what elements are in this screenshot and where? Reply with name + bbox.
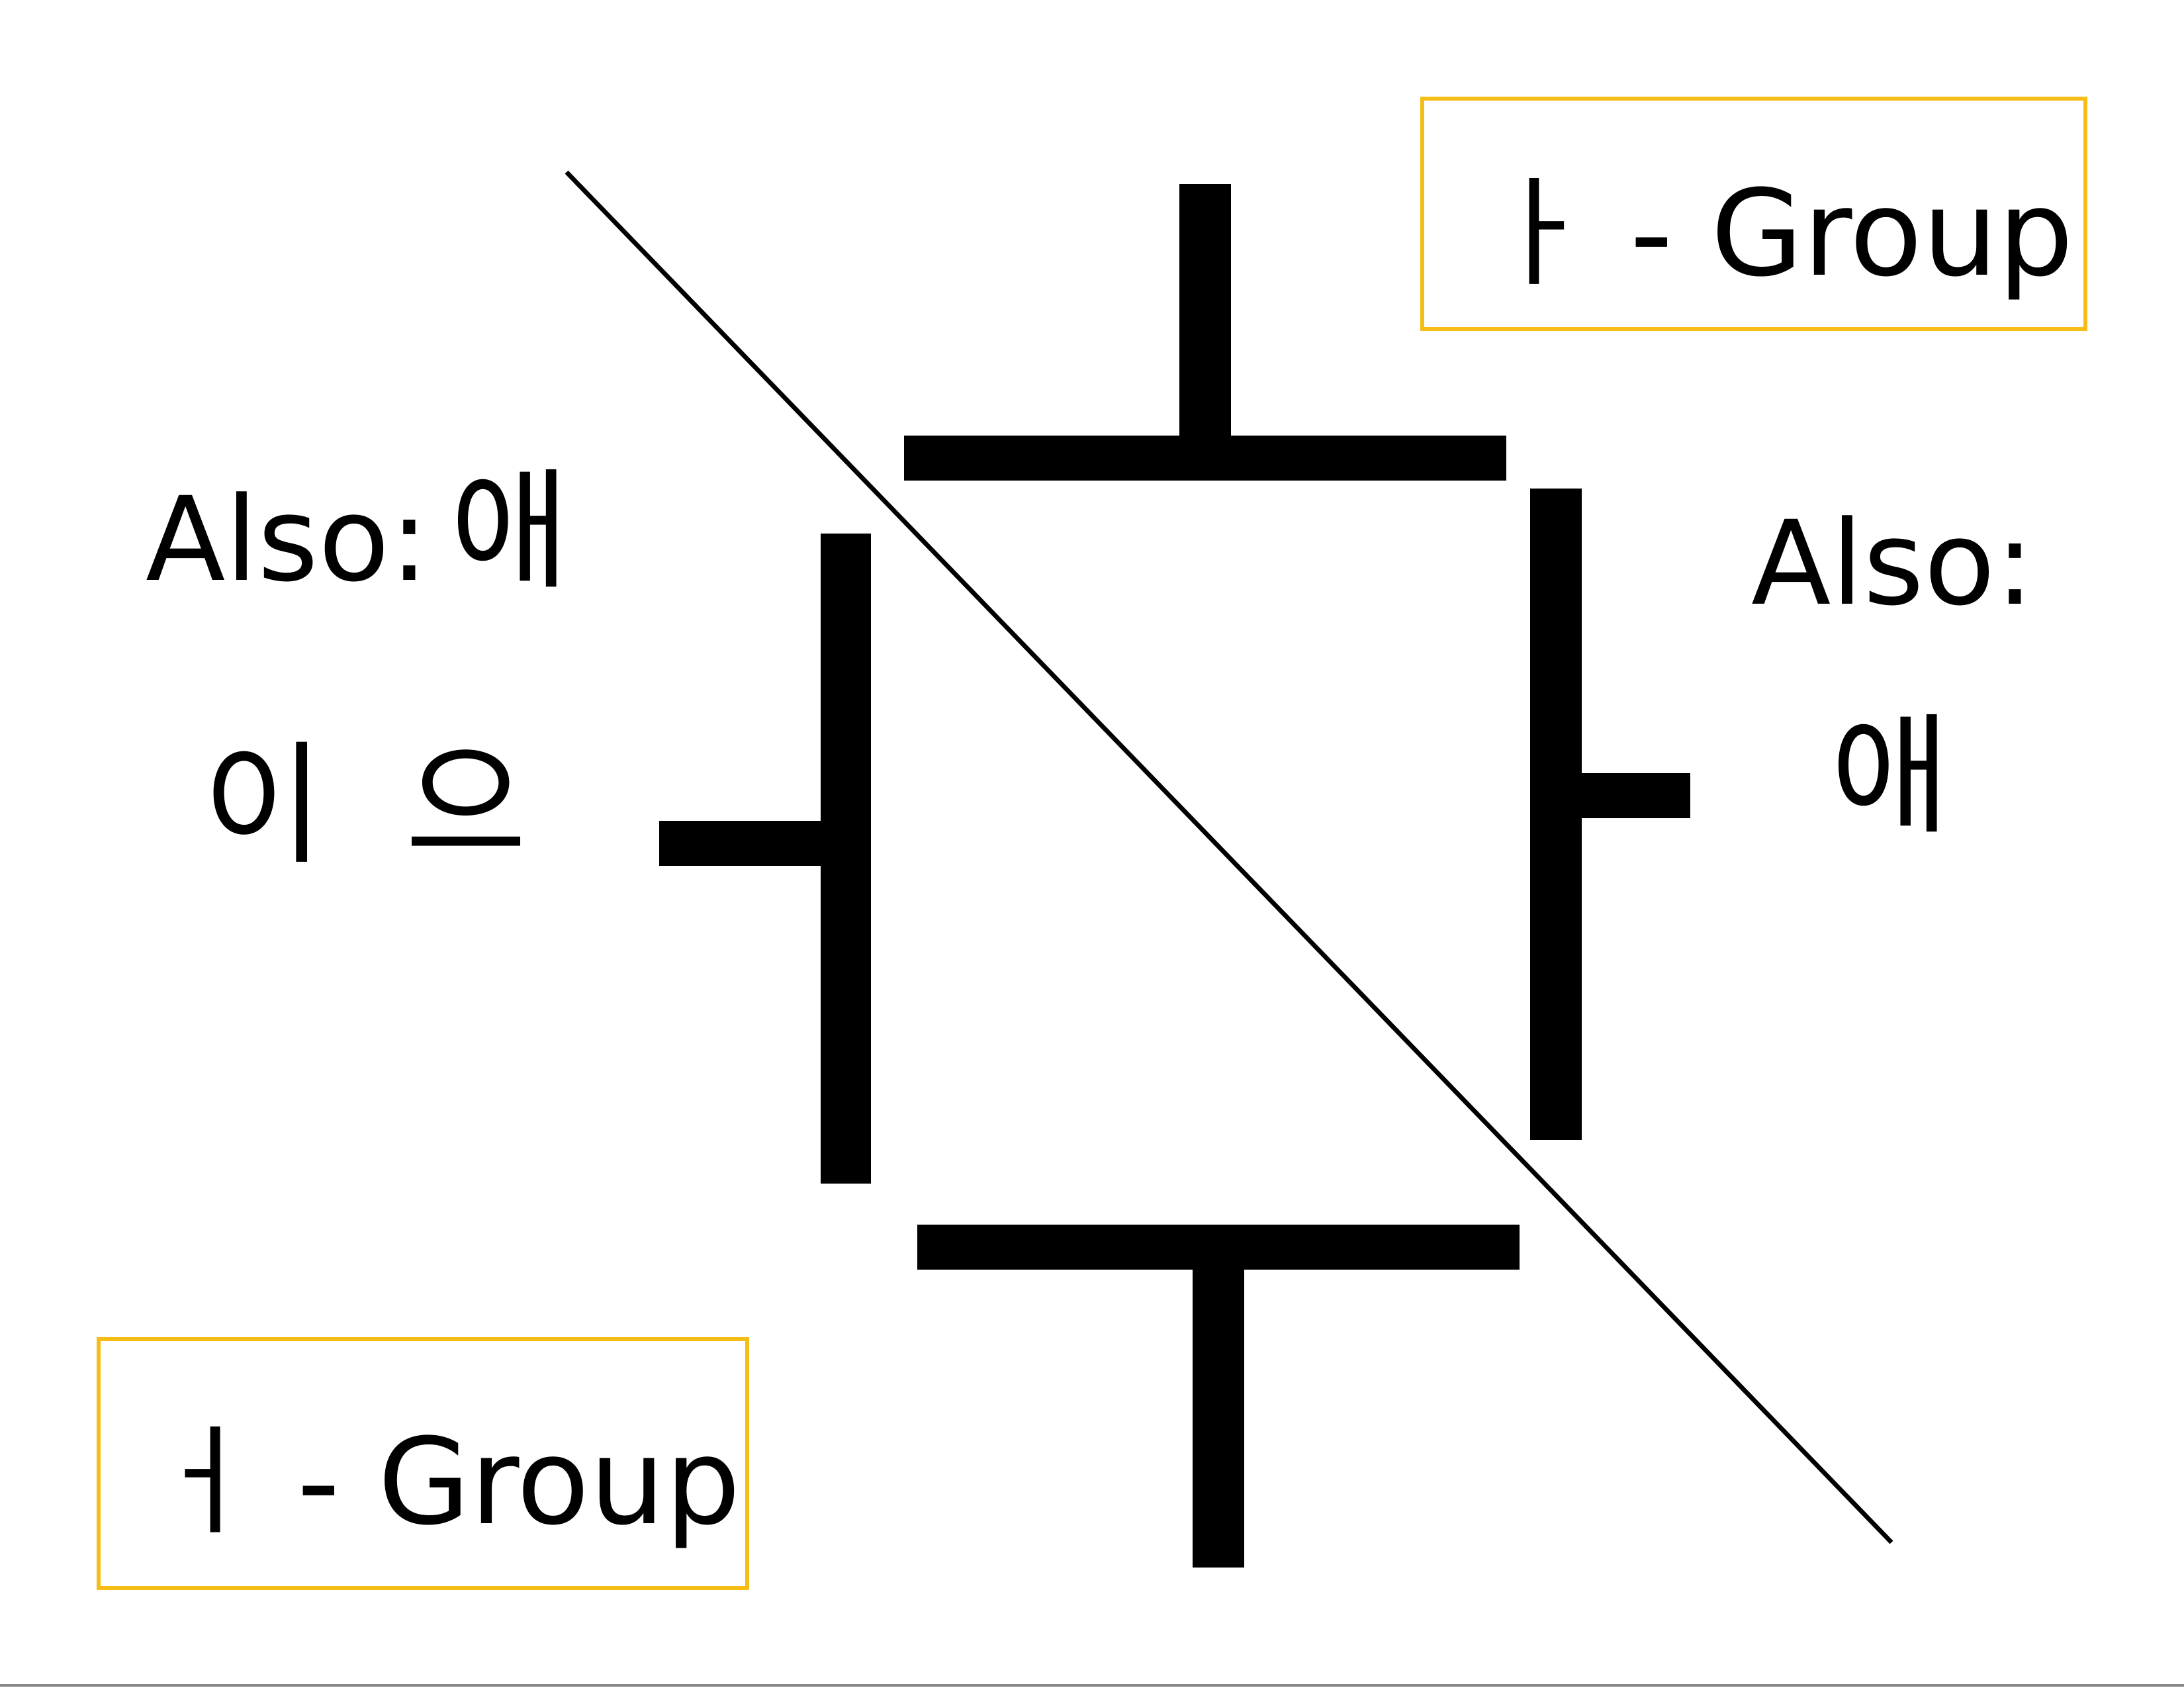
right-also-label: Also: bbox=[1751, 496, 2034, 632]
left-vowel-i: 이 bbox=[203, 729, 325, 883]
a-vowel-vertical-bar bbox=[1530, 489, 1582, 1140]
o-vowel-horizontal-bar bbox=[904, 436, 1506, 481]
left-vowel-eu: 으 bbox=[405, 729, 527, 883]
left-also-label: Also: bbox=[146, 472, 429, 608]
left-also-word: 애 bbox=[450, 457, 570, 608]
eo-group-box: ㅓ - Group bbox=[97, 1337, 749, 1590]
a-group-box: ㅏ - Group bbox=[1420, 97, 2087, 331]
o-vowel-vertical-bar bbox=[1179, 184, 1231, 444]
eo-vowel-horizontal-bar bbox=[659, 821, 829, 866]
eo-group-label: ㅓ - Group bbox=[150, 1413, 741, 1552]
bottom-edge-rule bbox=[0, 1684, 2184, 1687]
right-also-word: 애 bbox=[1831, 702, 1950, 853]
a-group-label: ㅏ - Group bbox=[1482, 165, 2073, 303]
eo-vowel-vertical-bar bbox=[821, 534, 871, 1184]
u-vowel-vertical-bar bbox=[1193, 1262, 1244, 1568]
a-vowel-horizontal-bar bbox=[1575, 773, 1690, 818]
